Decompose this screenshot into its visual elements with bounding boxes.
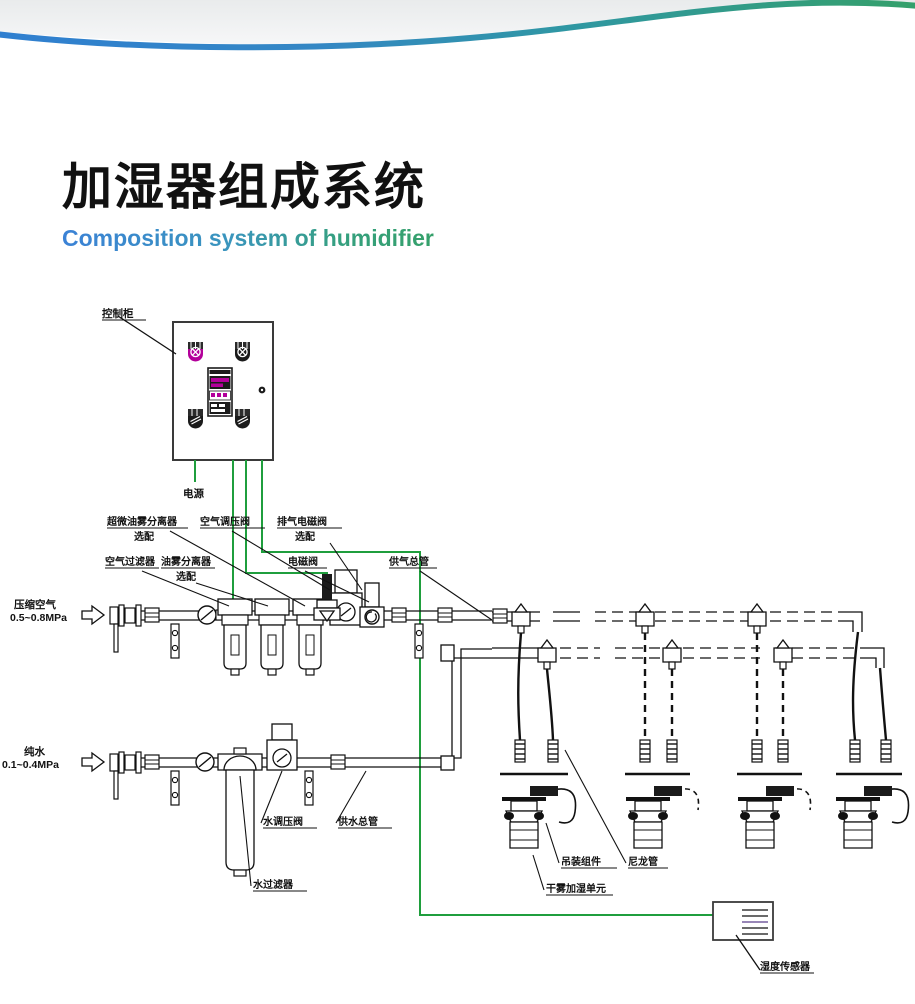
air-labels: 空气过滤器 油雾分离器 选配 超微油雾分离器 选配 空气调压阀 排气电磁阀 选配… — [105, 515, 493, 621]
air-inlet-label-1: 压缩空气 — [14, 598, 56, 611]
ultra-fine-separator-sub: 选配 — [134, 530, 154, 543]
water-inlet-label-1: 纯水 — [24, 745, 45, 758]
exhaust-solenoid-valve-unit[interactable] — [313, 574, 341, 623]
water-drip-leg-1 — [170, 770, 180, 806]
water-supply-main-pipe-label: 供水总管 — [337, 815, 378, 828]
air-tee-2 — [635, 603, 655, 634]
selector-switch-left[interactable] — [188, 409, 203, 429]
title-block: 加湿器组成系统 Composition system of humidifier — [62, 158, 434, 252]
air-fitting-3 — [751, 739, 763, 763]
exhaust-solenoid-valve-sub: 选配 — [295, 530, 315, 543]
water-tee-3 — [773, 639, 793, 670]
water-riser-pipe — [440, 648, 492, 768]
cabinet-lock-knob[interactable] — [258, 386, 266, 394]
exhaust-solenoid-valve-label: 排气电磁阀 — [277, 515, 327, 528]
air-drip-leg-2 — [414, 623, 424, 659]
humidity-sensor-leader — [735, 934, 761, 971]
air-filter-unit[interactable] — [217, 598, 253, 676]
page-title-cn: 加湿器组成系统 — [62, 159, 426, 215]
oil-mist-separator-label: 油雾分离器 — [161, 555, 212, 568]
air-flow-arrow — [81, 604, 106, 626]
hanging-assembly-label: 吊装组件 — [561, 855, 601, 868]
indicator-lamp-alarm[interactable] — [188, 342, 203, 362]
solenoid-valve-unit[interactable] — [359, 582, 385, 628]
air-tee-3 — [747, 603, 767, 634]
water-fitting-2 — [666, 739, 678, 763]
water-fitting-1 — [547, 739, 559, 763]
compressed-air-line: 压缩空气 0.5~0.8MPa — [10, 515, 493, 676]
air-filter-label: 空气过滤器 — [105, 555, 156, 568]
nozzle-head-4 — [835, 796, 881, 849]
dry-fog-unit-label: 干雾加湿单元 — [546, 882, 606, 895]
nozzle-head-1 — [501, 796, 547, 849]
header-wave-line — [0, 0, 915, 51]
pure-water-line: 纯水 0.1~0.4MPa — [2, 644, 492, 892]
air-fitting-1 — [514, 739, 526, 763]
air-tee-1 — [511, 603, 531, 634]
air-fitting-2 — [639, 739, 651, 763]
selector-switch-right[interactable] — [235, 409, 250, 429]
air-union-2 — [391, 607, 407, 623]
ultra-fine-separator-label: 超微油雾分离器 — [106, 515, 178, 528]
controller-display[interactable] — [207, 367, 233, 417]
water-tee-1 — [537, 639, 557, 670]
air-header-union — [492, 608, 508, 624]
header-decoration — [0, 0, 915, 60]
water-riser-elbow-top — [440, 644, 455, 662]
page-subtitle-en: Composition system of humidifier — [62, 216, 434, 252]
water-labels: 水调压阀 供水总管 水过滤器 — [239, 770, 392, 892]
humidifier-unit[interactable] — [625, 603, 700, 849]
nozzle-head-2 — [625, 796, 671, 849]
air-drip-leg-1 — [170, 623, 180, 659]
oil-mist-separator-unit[interactable] — [254, 598, 290, 676]
water-drip-leg-2 — [304, 770, 314, 806]
water-inlet-gauge[interactable] — [195, 752, 215, 772]
water-flow-arrow — [81, 751, 106, 773]
air-pressure-regulator-label: 空气调压阀 — [200, 515, 250, 528]
air-fitting-4 — [849, 739, 861, 763]
air-inlet-union — [144, 607, 160, 623]
unit-labels: 吊装组件 尼龙管 干雾加湿单元 — [532, 749, 668, 896]
air-supply-main-pipe-label: 供气总管 — [388, 555, 429, 568]
humidifier-unit[interactable] — [835, 631, 910, 849]
air-inlet-ball-valve[interactable] — [109, 604, 142, 653]
air-inlet-label-2: 0.5~0.8MPa — [10, 612, 67, 624]
system-diagram: 控制柜 电源 压缩空气 0.5~0.8MPa — [0, 290, 915, 1004]
control-cabinet[interactable]: 控制柜 电源 — [102, 307, 274, 500]
water-riser-elbow-bottom — [440, 755, 455, 771]
water-filter-label: 水过滤器 — [252, 878, 294, 891]
humidifier-unit[interactable] — [737, 603, 812, 849]
distribution-headers — [492, 603, 910, 849]
water-union-1 — [144, 754, 160, 770]
water-inlet-ball-valve[interactable] — [109, 751, 142, 800]
humidifier-unit[interactable] — [500, 603, 577, 849]
water-union-2 — [330, 754, 346, 770]
power-supply-label: 电源 — [183, 487, 204, 500]
wire-to-humidity-sensor — [261, 460, 713, 916]
cabinet-label: 控制柜 — [102, 307, 134, 320]
water-pressure-regulator-label: 水调压阀 — [262, 815, 303, 828]
water-fitting-3 — [777, 739, 789, 763]
nylon-tube-label: 尼龙管 — [628, 855, 658, 868]
water-fitting-4 — [880, 739, 892, 763]
indicator-lamp-run[interactable] — [235, 342, 250, 362]
humidity-sensor-label: 湿度传感器 — [760, 960, 811, 973]
water-pressure-regulator-unit[interactable] — [266, 723, 298, 771]
nozzle-head-3 — [737, 796, 783, 849]
water-filter-unit[interactable] — [217, 747, 263, 877]
humidity-sensor[interactable]: 湿度传感器 — [712, 901, 814, 974]
air-union-3 — [437, 607, 453, 623]
water-tee-2 — [662, 639, 682, 670]
cabinet-leader-line — [117, 315, 177, 355]
solenoid-valve-label: 电磁阀 — [288, 555, 318, 568]
oil-mist-separator-sub: 选配 — [176, 570, 196, 583]
water-inlet-label-2: 0.1~0.4MPa — [2, 759, 59, 771]
